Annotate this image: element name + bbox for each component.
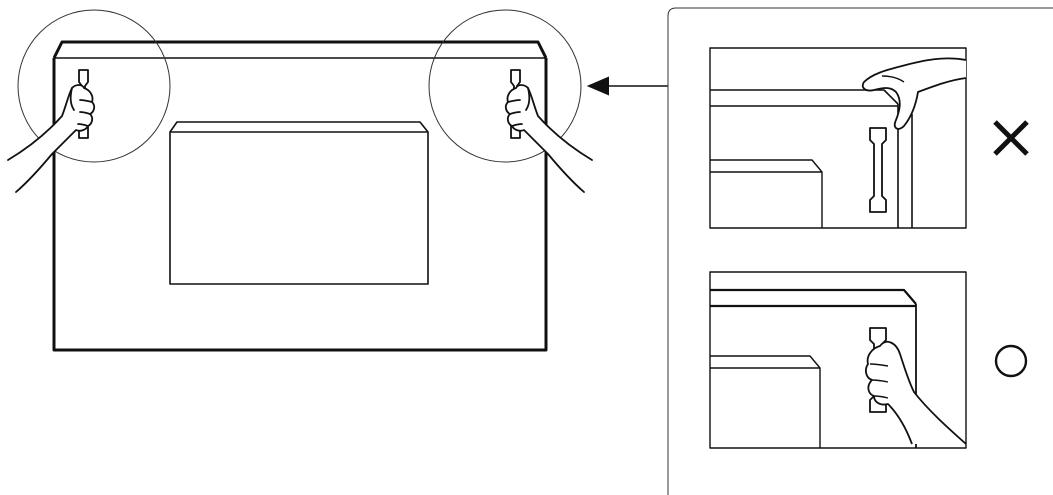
cross-mark-icon — [993, 120, 1029, 156]
magnifier-circle-right — [428, 9, 582, 163]
correct-back-box — [710, 355, 821, 448]
left-hand-icon — [7, 84, 96, 193]
tv-body — [52, 58, 548, 352]
circle-mark-icon — [994, 344, 1028, 378]
magnifier-circle-left — [17, 9, 171, 163]
tv-rear-view — [52, 40, 548, 352]
wrong-back-box — [710, 159, 823, 228]
left-finger-lines — [77, 99, 93, 127]
magnifier-circles — [17, 9, 582, 163]
correct-finger-lines — [869, 363, 889, 399]
detail-correct-frame — [709, 271, 967, 449]
wrong-handle-icon — [869, 127, 887, 213]
right-finger-lines — [507, 99, 523, 127]
detail-correct-grip — [709, 271, 967, 449]
left-thumb — [69, 87, 75, 111]
wrong-hand-lines — [881, 75, 905, 83]
left-hand-on-handle — [7, 69, 96, 193]
correct-hand-icon — [865, 340, 967, 445]
detail-wrong-grip — [709, 47, 967, 229]
correct-tv-top-edge — [710, 288, 917, 308]
tv-top-bevel — [52, 40, 548, 59]
detail-wrong-frame — [709, 47, 967, 229]
wrong-tv-top-edge — [710, 89, 899, 107]
right-thumb — [525, 87, 531, 111]
detail-panel-frame — [667, 7, 1053, 495]
right-hand-icon — [504, 84, 593, 193]
wrong-hand-icon — [861, 57, 967, 130]
right-hand-on-handle — [504, 69, 593, 193]
tv-back-panel — [169, 121, 429, 285]
